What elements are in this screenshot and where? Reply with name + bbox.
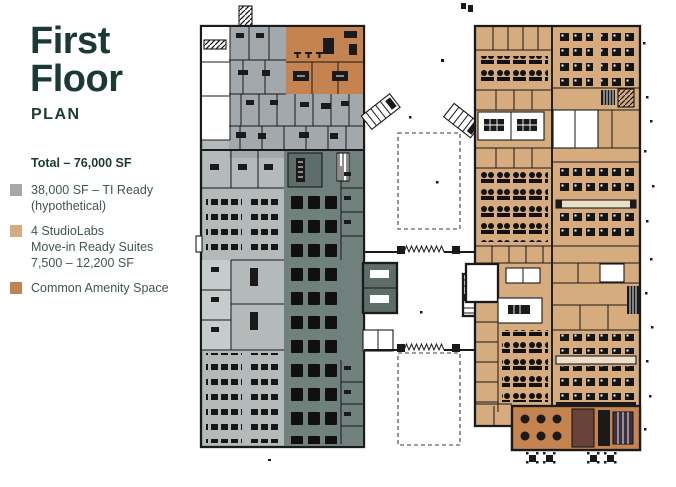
suite1-desks (480, 56, 548, 86)
dock-hatch (203, 39, 227, 50)
legend-swatch-tan (10, 225, 22, 237)
gray-room-furniture (236, 33, 349, 139)
mech-room (599, 263, 625, 283)
meeting-rooms (477, 111, 545, 141)
operable-wall-upper (403, 244, 445, 254)
right-wing-studiolabs (461, 3, 655, 464)
suite2-desks (480, 172, 548, 242)
legend-item-studiolabs: 4 StudioLabs Move-in Ready Suites 7,500 … (0, 223, 182, 271)
atrium-conference-rooms (361, 261, 399, 315)
legend-label: Move-in Ready Suites (31, 240, 154, 254)
floor-plan (195, 3, 655, 464)
open-office-desks (288, 192, 338, 444)
outdoor-seating (526, 452, 617, 464)
left-wing-ti-ready (195, 5, 401, 449)
equipment-corridor-1 (555, 199, 637, 209)
canopy-outline-upper (397, 132, 461, 230)
left-entry-vestibule (360, 93, 401, 131)
kitchen-equipment (598, 410, 610, 446)
lab-support-furniture (210, 164, 273, 170)
lab-benches-e1 (556, 166, 636, 198)
roof-marks (461, 3, 473, 12)
site-marks (268, 59, 444, 461)
legend-item-amenity: Common Amenity Space (0, 280, 182, 296)
legend-label: 7,500 – 12,200 SF (31, 256, 134, 270)
title-line-1: First (30, 20, 110, 62)
lab-benches-e3 (556, 334, 636, 354)
legend-label: 38,000 SF – TI Ready (31, 183, 154, 197)
huddle-room (497, 297, 543, 324)
lab-support-column (202, 260, 231, 350)
support-room-furniture (211, 267, 258, 332)
legend-item-ti-ready: 38,000 SF – TI Ready (hypothetical) (0, 182, 182, 214)
legend-label: 4 StudioLabs (31, 224, 104, 238)
cafe-amenity (510, 404, 642, 452)
pilasters (397, 246, 460, 352)
page-title: First Floor (0, 22, 182, 98)
roof-vent (238, 5, 253, 27)
legend-label: (hypothetical) (31, 199, 107, 213)
legend-swatch-gray (10, 184, 22, 196)
office-door-marks (344, 172, 351, 416)
legend-swatch-orange (10, 282, 22, 294)
lab-benches-e2 (556, 210, 636, 242)
legend-label: Common Amenity Space (31, 281, 169, 295)
legend: 38,000 SF – TI Ready (hypothetical) 4 St… (0, 182, 182, 296)
landscaping-marks (643, 42, 655, 431)
lab-benches-e4 (556, 366, 636, 400)
common-lobby (464, 262, 500, 304)
core-stair (601, 90, 615, 105)
title-line-2: Floor (30, 58, 123, 100)
central-atrium (268, 59, 482, 461)
servery-bar (571, 408, 595, 448)
elevator-hatch (617, 88, 635, 108)
total-area-label: Total – 76,000 SF (31, 156, 132, 170)
plan-subtitle: PLAN (31, 106, 81, 123)
operable-wall-lower (403, 342, 445, 352)
floor-plan-area (180, 0, 676, 487)
suite3-desks (502, 330, 548, 402)
equipment-corridor-2 (555, 355, 637, 365)
canopy-outline-lower (397, 352, 461, 446)
cafe-tables (520, 414, 562, 441)
info-panel: First Floor PLAN Total – 76,000 SF 38,00… (0, 0, 182, 487)
